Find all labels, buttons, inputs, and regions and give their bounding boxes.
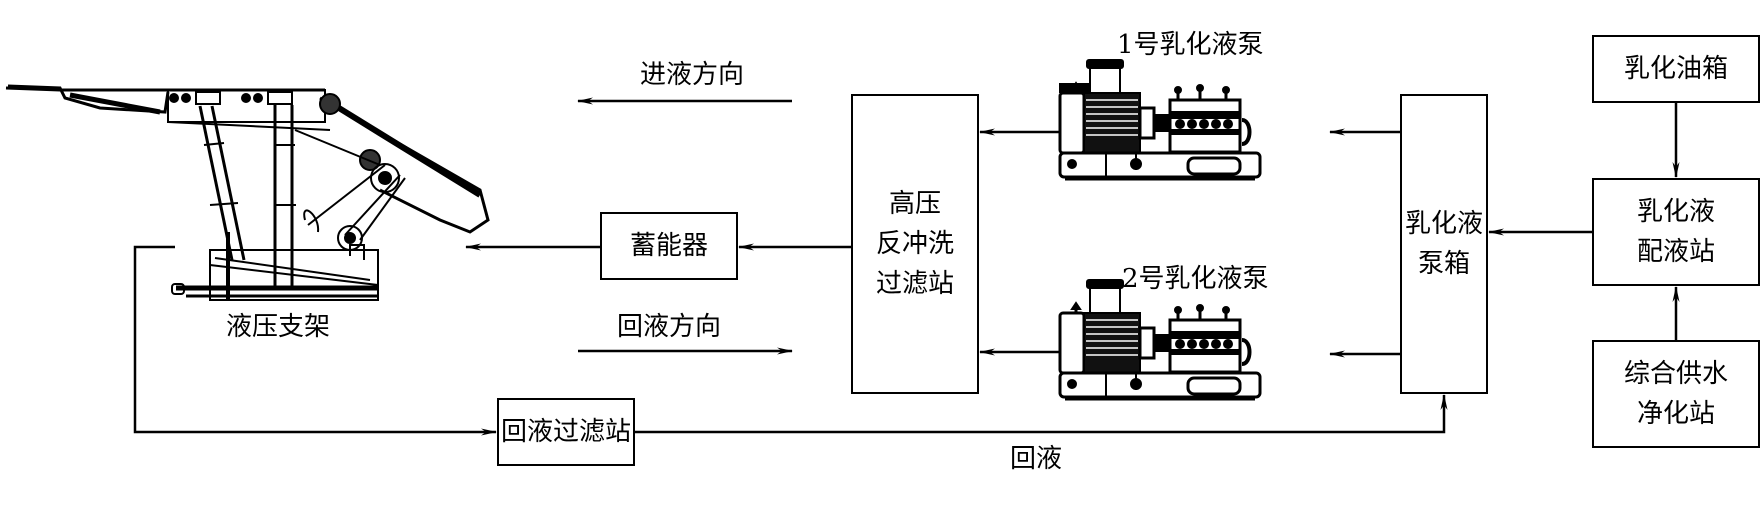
- mixing-station-line-1: 乳化液: [1636, 197, 1715, 227]
- return-filter-label: 回液过滤站: [500, 417, 631, 447]
- mixing-station-line-2: 配液站: [1636, 237, 1715, 267]
- pump-tank-line-1: 乳化液: [1404, 209, 1483, 239]
- pump-2-label: 2号乳化液泵: [1122, 264, 1269, 294]
- water-purification-line-1: 综合供水: [1623, 359, 1728, 389]
- hp-filter-line-2: 反冲洗: [875, 229, 954, 259]
- inflow-direction-label: 进液方向: [640, 60, 745, 90]
- pump-1-label: 1号乳化液泵: [1117, 30, 1264, 60]
- hydraulic-support-illustration: [5, 84, 490, 301]
- emulsion-oil-tank-box: 乳化油箱: [1592, 35, 1760, 103]
- hp-filter-line-1: 高压: [888, 189, 941, 219]
- emulsion-oil-tank-label: 乳化油箱: [1623, 54, 1728, 84]
- return-filter-box: 回液过滤站: [497, 398, 635, 466]
- pump-1-illustration: [1059, 83, 1121, 125]
- accumulator-box: 蓄能器: [600, 212, 738, 280]
- hp-filter-line-3: 过滤站: [875, 269, 954, 299]
- mixing-station-box: 乳化液 配液站: [1592, 178, 1760, 286]
- return-label: 回液: [1010, 444, 1063, 474]
- hp-backflush-filter-box: 高压 反冲洗 过滤站: [851, 94, 979, 394]
- pump-tank-box: 乳化液 泵箱: [1400, 94, 1488, 394]
- water-purification-line-2: 净化站: [1636, 399, 1715, 429]
- water-purification-box: 综合供水 净化站: [1592, 340, 1760, 448]
- return-direction-label: 回液方向: [617, 312, 722, 342]
- accumulator-label: 蓄能器: [629, 231, 708, 261]
- pump-tank-line-2: 泵箱: [1417, 249, 1470, 279]
- hydraulic-support-label: 液压支架: [226, 312, 331, 342]
